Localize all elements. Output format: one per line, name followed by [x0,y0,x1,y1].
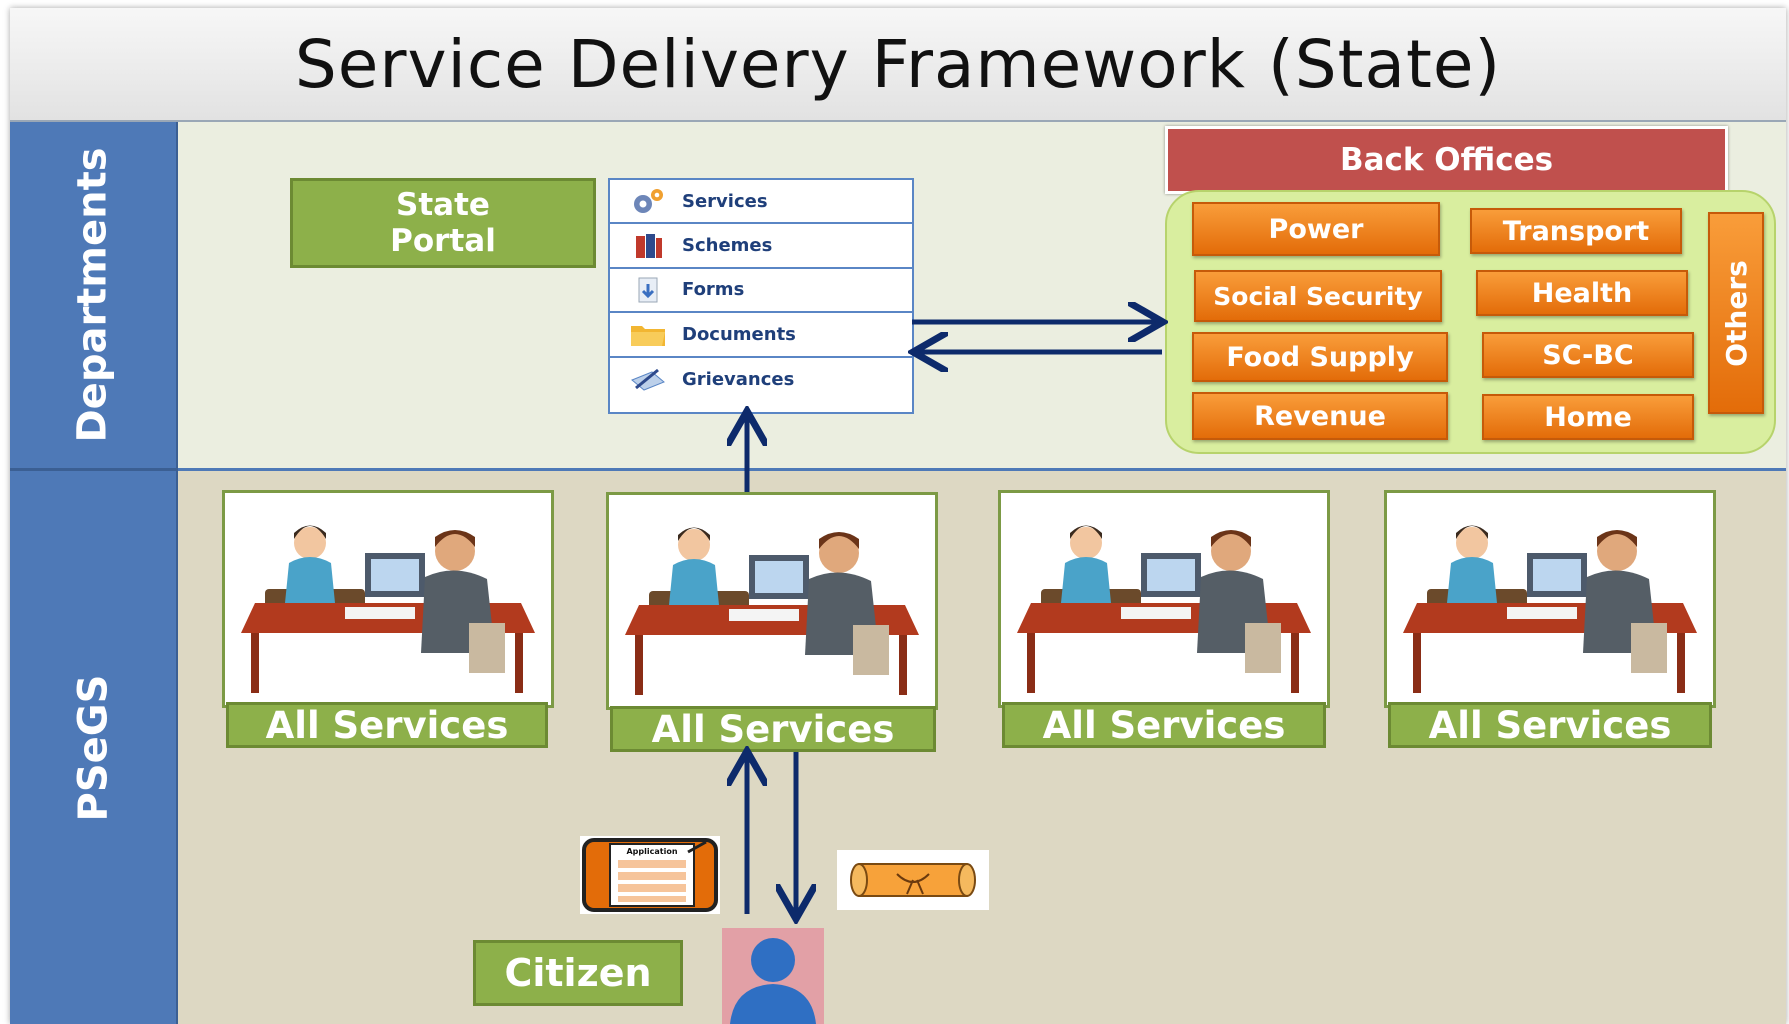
dept-social-security: Social Security [1194,270,1442,322]
lane-label-departments: Departments [10,122,178,471]
books-icon [628,231,668,261]
dept-others: Others [1708,212,1764,414]
certificate-scroll-icon [837,850,989,910]
gears-icon [628,186,668,216]
title-bar: Service Delivery Framework (State) [10,8,1786,122]
dept-transport: Transport [1470,208,1682,254]
all-services-label: All Services [1388,702,1712,748]
page-title: Service Delivery Framework (State) [294,25,1502,103]
form-download-icon [628,275,668,305]
menu-item-schemes[interactable]: Schemes [610,224,912,269]
service-center-illustration [606,492,938,710]
service-center-illustration [1384,490,1716,708]
dept-home: Home [1482,394,1694,440]
dept-health: Health [1476,270,1688,316]
service-center-illustration [222,490,554,708]
citizen-person-icon [722,928,824,1024]
menu-item-forms[interactable]: Forms [610,269,912,314]
dept-food-supply: Food Supply [1192,332,1448,382]
all-services-label: All Services [610,706,936,752]
all-services-label: All Services [1002,702,1326,748]
service-center-illustration [998,490,1330,708]
dept-sc-bc: SC-BC [1482,332,1694,378]
menu-item-services[interactable]: Services [610,180,912,225]
portal-menu: Services Schemes Forms Documents Grievan… [608,178,914,414]
menu-item-grievances[interactable]: Grievances [610,358,912,402]
state-portal-box: State Portal [290,178,596,268]
folder-icon [628,319,668,349]
writing-icon [628,365,668,395]
lane-label-psegs: PSeGS [10,471,178,1024]
application-form-icon: Application [580,836,720,914]
dept-revenue: Revenue [1192,392,1448,440]
citizen-label: Citizen [473,940,683,1006]
menu-item-documents[interactable]: Documents [610,313,912,358]
dept-power: Power [1192,202,1440,256]
application-label: Application [626,847,677,856]
all-services-label: All Services [226,702,548,748]
back-offices-header: Back Offices [1165,126,1728,194]
